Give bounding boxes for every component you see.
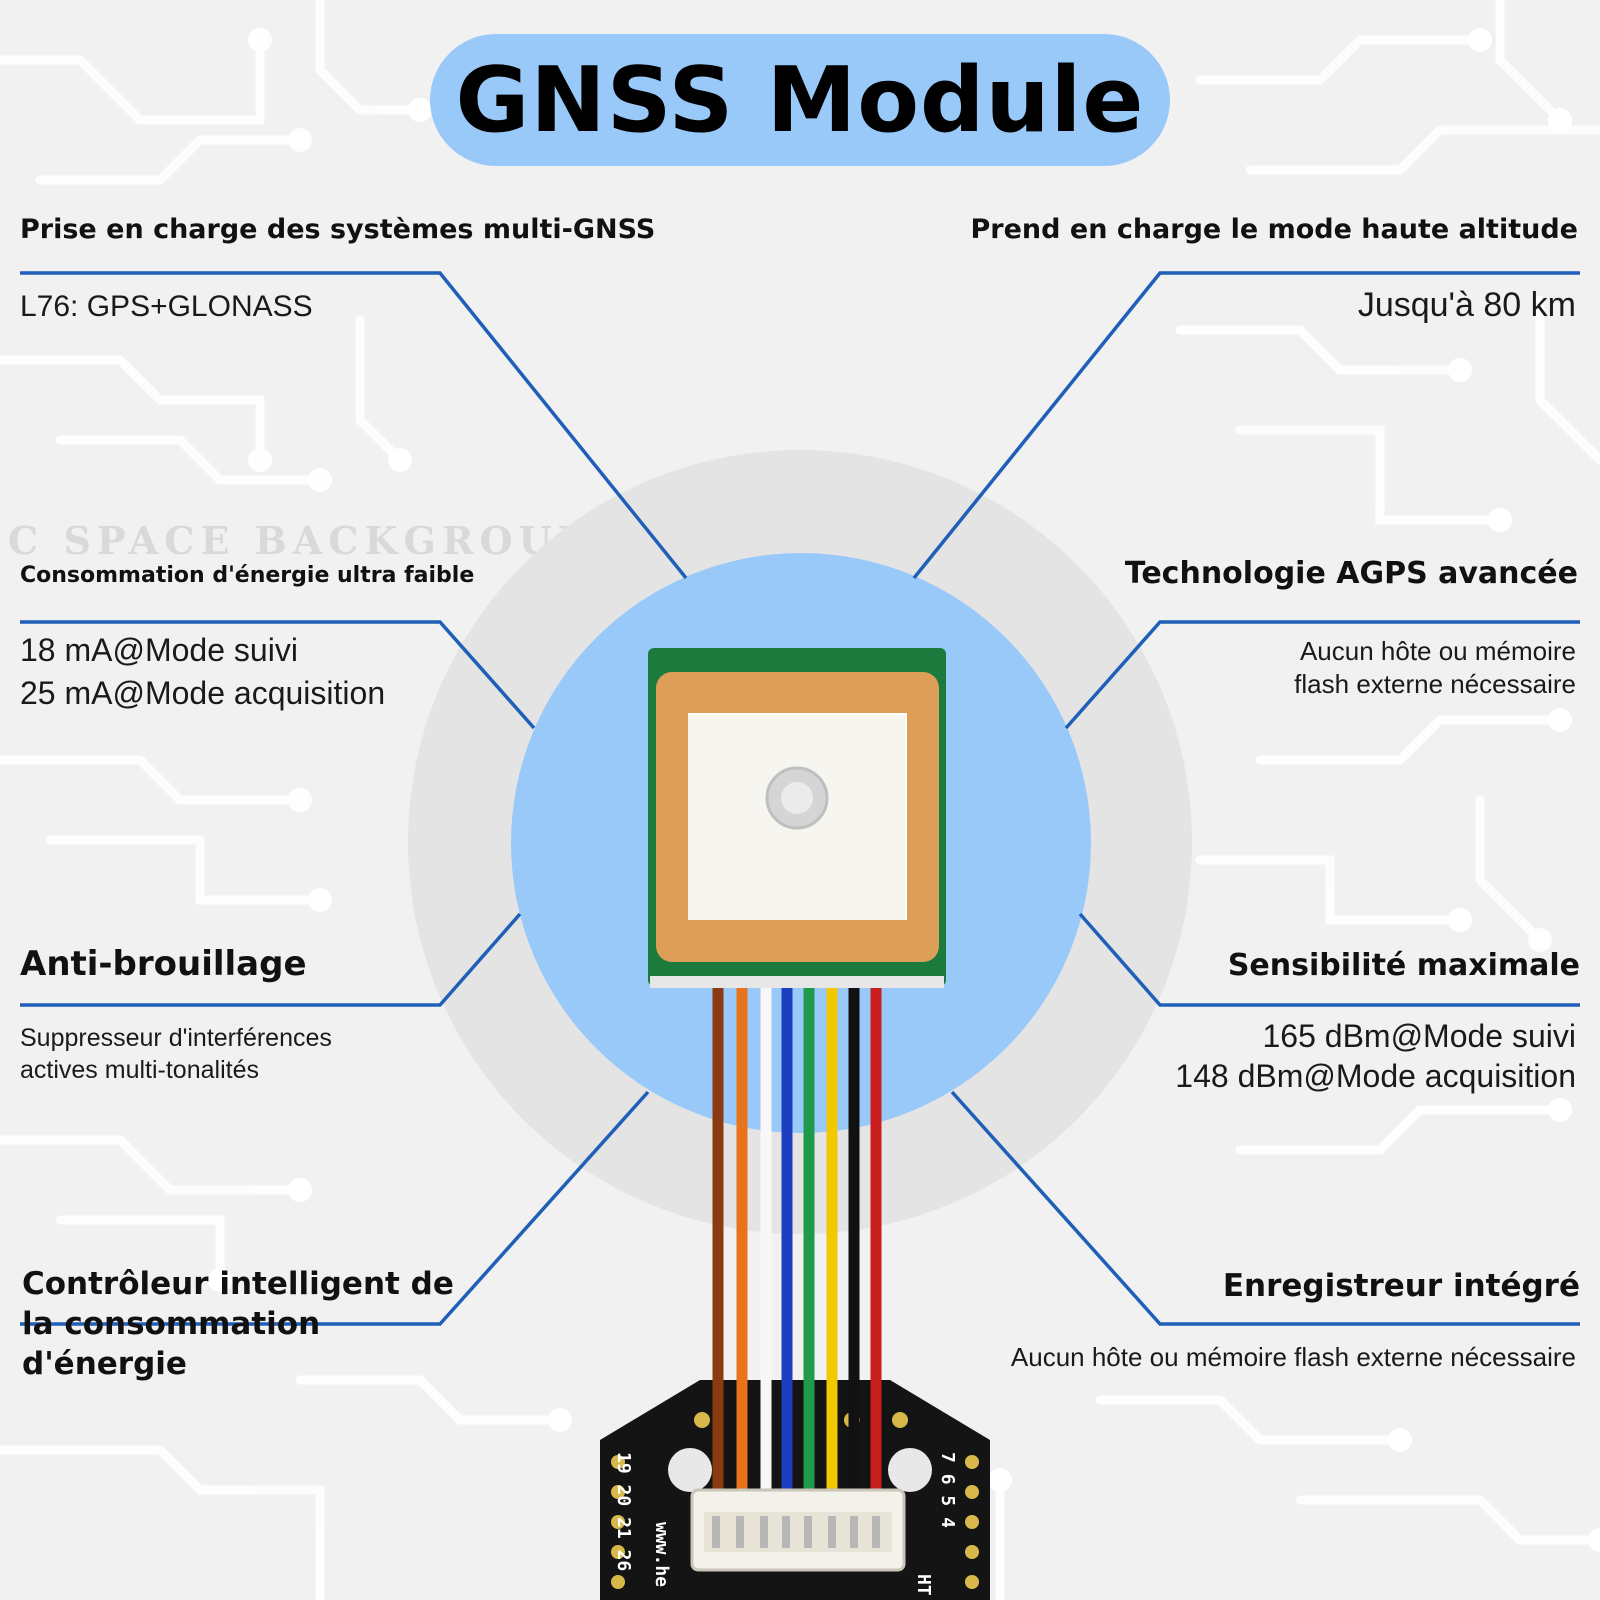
feature-agps-line-1: Aucun hôte ou mémoire — [1299, 636, 1576, 666]
connector-power-controller — [20, 1090, 650, 1326]
watermark-text: C SPACE BACKGROUN — [8, 518, 599, 563]
pin-label: 21 — [613, 1517, 634, 1539]
connector-high-altitude — [912, 271, 1580, 580]
feature-agps-line-2: flash externe nécessaire — [1294, 669, 1576, 699]
pin-label: 19 — [613, 1452, 634, 1474]
pin-label: 7 — [937, 1452, 958, 1463]
feature-high-altitude-heading: Prend en charge le mode haute altitude — [970, 214, 1578, 245]
feature-power-controller-heading-line-2: la consommation — [22, 1306, 321, 1342]
pin-label: 20 — [613, 1484, 634, 1507]
feature-sensitivity-heading: Sensibilité maximale — [1227, 948, 1580, 983]
title-banner: GNSS Module — [430, 34, 1170, 166]
feature-logger-line: Aucun hôte ou mémoire flash externe néce… — [1010, 1342, 1576, 1372]
board-pin-labels-left: 19 20 21 26 — [613, 1452, 634, 1571]
feature-sensitivity-line-1: 165 dBm@Mode suivi — [1262, 1018, 1576, 1054]
board-brand-label: HT — [913, 1574, 934, 1596]
connector-anti-jamming — [20, 912, 522, 1007]
connector-multi-gnss — [20, 271, 688, 580]
pin-label: 26 — [613, 1549, 634, 1572]
board-pin-labels-right: 7 6 5 4 — [937, 1452, 958, 1528]
feature-multi-gnss-line: L76: GPS+GLONASS — [20, 290, 313, 323]
feature-high-altitude-line: Jusqu'à 80 km — [1357, 286, 1576, 324]
feature-low-power-heading: Consommation d'énergie ultra faible — [20, 563, 475, 588]
pin-label: 5 — [937, 1495, 958, 1507]
feature-sensitivity-line-2: 148 dBm@Mode acquisition — [1175, 1058, 1576, 1094]
pin-label: 6 — [937, 1473, 958, 1485]
feature-low-power-line-1: 18 mA@Mode suivi — [20, 632, 298, 668]
feature-multi-gnss-heading: Prise en charge des systèmes multi-GNSS — [20, 214, 656, 245]
page-title: GNSS Module — [455, 47, 1145, 153]
connector-logger — [950, 1090, 1580, 1326]
connector-low-power — [20, 620, 536, 730]
gnss-antenna — [648, 648, 946, 988]
feature-anti-jamming-heading: Anti-brouillage — [20, 944, 307, 984]
connector-sensitivity — [1078, 912, 1580, 1007]
board-url-label: www.he — [651, 1522, 672, 1588]
feature-low-power-line-2: 25 mA@Mode acquisition — [20, 675, 386, 711]
feature-anti-jamming-line-1: Suppresseur d'interférences — [20, 1024, 332, 1052]
feature-logger-heading: Enregistreur intégré — [1222, 1268, 1580, 1304]
jst-connector — [690, 1488, 906, 1572]
feature-anti-jamming-line-2: actives multi-tonalités — [20, 1056, 259, 1084]
pin-label: 4 — [937, 1517, 958, 1528]
feature-power-controller-heading-line-1: Contrôleur intelligent de — [22, 1266, 454, 1302]
feature-power-controller-heading-line-3: d'énergie — [22, 1346, 187, 1382]
connector-wires — [712, 985, 882, 1500]
feature-agps-heading: Technologie AGPS avancée — [1124, 556, 1578, 591]
connector-agps — [1064, 620, 1580, 730]
